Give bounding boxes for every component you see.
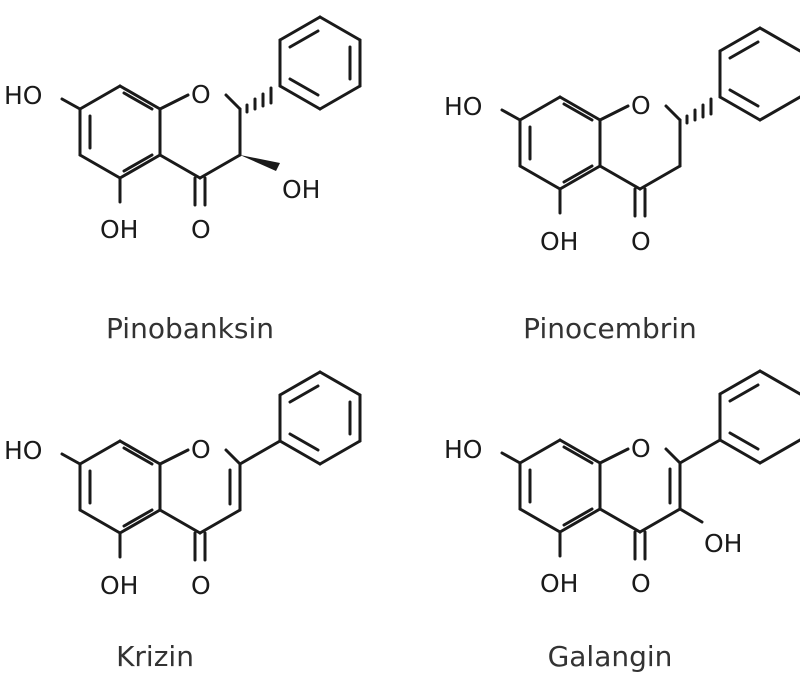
hydroxyl-label: OH: [282, 175, 320, 204]
molecule-galangin: HO O OH OH O Galangin: [444, 369, 800, 673]
hydroxyl-label: OH: [100, 571, 138, 600]
hydroxyl-label: HO: [444, 435, 482, 464]
molecule-name: Pinobanksin: [106, 312, 274, 345]
ring-oxygen-label: O: [191, 435, 211, 464]
molecule-name: Pinocembrin: [523, 312, 697, 345]
carbonyl-oxygen-label: O: [191, 215, 211, 244]
molecule-pinocembrin: HO O OH O Pinocembrin: [444, 26, 800, 345]
ring-oxygen-label: O: [631, 91, 651, 120]
hydroxyl-label: HO: [4, 436, 42, 465]
hydroxyl-label: OH: [100, 215, 138, 244]
hydroxyl-label: OH: [540, 569, 578, 598]
hydroxyl-label: OH: [704, 529, 742, 558]
hydroxyl-label: HO: [444, 92, 482, 121]
pinocembrin-structure: [500, 26, 800, 218]
galangin-structure: [500, 369, 800, 561]
carbonyl-oxygen-label: O: [631, 227, 651, 256]
molecule-name: Krizin: [116, 640, 194, 673]
ring-oxygen-label: O: [191, 80, 211, 109]
carbonyl-oxygen-label: O: [191, 571, 211, 600]
hydroxyl-label: OH: [540, 227, 578, 256]
ring-oxygen-label: O: [631, 434, 651, 463]
krizin-structure: [60, 370, 362, 562]
molecule-name: Galangin: [548, 640, 673, 673]
carbonyl-oxygen-label: O: [631, 569, 651, 598]
hydroxyl-label: HO: [4, 81, 42, 110]
molecule-krizin: HO O OH O Krizin: [4, 370, 362, 673]
pinobanksin-structure: [60, 15, 362, 207]
molecule-pinobanksin: HO O OH OH O Pinobanksin: [4, 15, 362, 345]
